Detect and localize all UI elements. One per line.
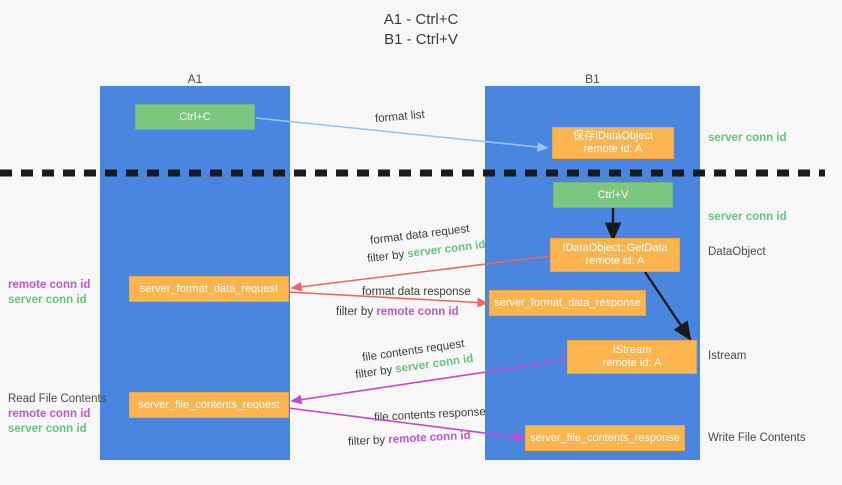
box-ctrl-v-label: Ctrl+V (597, 188, 629, 201)
filter-key-remote-conn-id: remote conn id (387, 429, 471, 447)
box-getdata-line1: IDataObject::GetData (562, 242, 668, 254)
box-server-file-contents-response-label: server_file_contents_response (530, 431, 680, 444)
box-server-file-contents-request-label: server_file_contents_request (138, 398, 280, 411)
left-note-conn-ids-1: remote conn id server conn id (8, 278, 90, 308)
filter-prefix: filter by (336, 306, 377, 318)
filter-prefix: filter by (354, 363, 397, 382)
right-note-istream: Istream (708, 350, 747, 362)
box-server-file-contents-request[interactable]: server_file_contents_request (129, 392, 289, 418)
box-server-file-contents-response[interactable]: server_file_contents_response (525, 425, 685, 451)
filter-prefix: filter by (366, 248, 409, 266)
left-note-read-file-contents: Read File Contents remote conn id server… (8, 392, 106, 437)
box-server-format-data-response[interactable]: server_format_data_response (489, 290, 646, 316)
right-note-server-conn-id-mid: server conn id (708, 211, 787, 223)
left-note-remote-conn-id-2: remote conn id (8, 408, 91, 420)
right-note-write-file-contents: Write File Contents (708, 432, 806, 444)
box-save-idataobject-line2: remote id: A (583, 143, 643, 155)
left-note-read-file-contents-label: Read File Contents (8, 393, 107, 405)
box-server-format-data-request[interactable]: server_format_data_request (129, 276, 289, 302)
page-title: A1 - Ctrl+C B1 - Ctrl+V (383, 11, 459, 48)
left-note-server-conn-id-2: server conn id (8, 423, 87, 435)
left-note-server-conn-id-1: server conn id (8, 294, 87, 306)
filter-prefix: filter by (347, 434, 389, 449)
column-header-a1-name: A1 (187, 72, 203, 86)
filter-key-remote-conn-id: remote conn id (376, 306, 459, 318)
edge-label-format-data-response-filter: filter by remote conn id (336, 305, 459, 320)
right-note-server-conn-id-top: server conn id (708, 132, 787, 144)
box-ctrl-c-label: Ctrl+C (179, 110, 211, 123)
edge-label-format-data-response: format data response (362, 286, 471, 298)
left-note-remote-conn-id-1: remote conn id (8, 279, 91, 291)
box-ctrl-v[interactable]: Ctrl+V (553, 182, 673, 208)
box-istream-line1: IStream (612, 344, 652, 356)
edge-label-format-list: format list (374, 108, 426, 126)
box-ctrl-c[interactable]: Ctrl+C (135, 104, 255, 130)
column-header-b1-name: B1 (585, 72, 600, 86)
box-server-format-data-request-label: server_format_data_request (139, 282, 279, 295)
box-save-idataobject[interactable]: 保存IDataObject remote id: A (552, 127, 674, 159)
edge-label-file-contents-response-filter: filter by remote conn id (348, 429, 471, 450)
right-note-dataobject: DataObject (708, 246, 766, 258)
edge-label-file-contents-response: file contents response (373, 406, 487, 424)
box-istream[interactable]: IStream remote id: A (567, 340, 697, 374)
box-getdata-line2: remote id: A (585, 255, 645, 267)
box-save-idataobject-line1: 保存IDataObject (572, 130, 654, 142)
box-server-format-data-response-label: server_format_data_response (494, 296, 641, 309)
box-istream-line2: remote id: A (602, 357, 662, 369)
box-idataobject-getdata[interactable]: IDataObject::GetData remote id: A (550, 238, 680, 272)
